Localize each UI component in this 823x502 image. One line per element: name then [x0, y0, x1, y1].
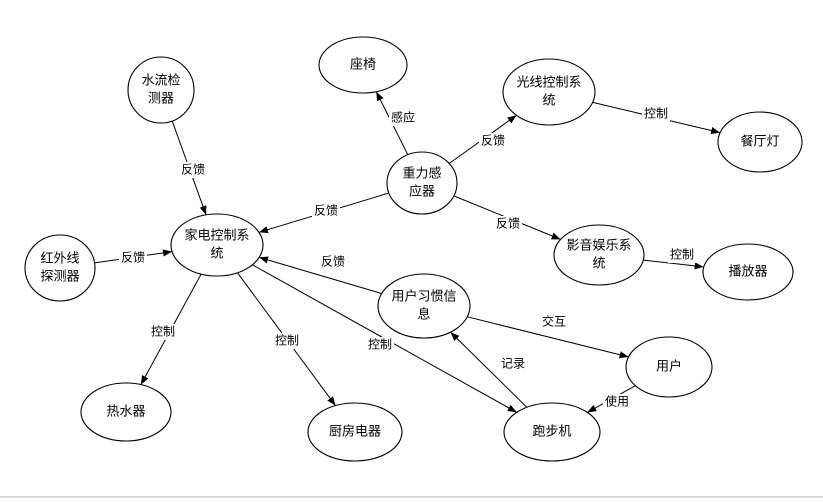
- edge-label: 感应: [391, 110, 415, 125]
- node-ellipse: [717, 111, 803, 173]
- node-label-line: 探测器: [40, 270, 79, 285]
- node-label-line: 水流检: [141, 74, 180, 89]
- node-ellipse: [24, 234, 96, 302]
- edge-label-background: [642, 106, 670, 122]
- node-ellipse: [502, 58, 596, 126]
- edge-label-background: [540, 314, 568, 330]
- edge-label-background: [668, 247, 696, 263]
- edge-habit-to-user: [467, 316, 629, 359]
- node-label-line: 播放器: [728, 265, 767, 280]
- edge-label-background: [389, 110, 417, 126]
- edge-label-background: [603, 394, 631, 410]
- node-label-line: 光线控制系: [516, 76, 581, 91]
- edge-label: 控制: [151, 325, 175, 339]
- node-label-line: 座椅: [350, 58, 376, 73]
- node-kitchen: 厨房电器: [307, 402, 403, 462]
- node-label-line: 息: [417, 307, 430, 323]
- edge-label: 反馈: [321, 255, 345, 269]
- node-label-line: 应器: [409, 184, 435, 200]
- edge-label: 控制: [275, 334, 299, 348]
- node-treadmill: 跑步机: [503, 402, 601, 462]
- edge-label-background: [479, 133, 507, 149]
- edge-label-background: [179, 162, 207, 178]
- node-ellipse: [170, 213, 264, 277]
- edge-habit-to-appliance: [258, 256, 382, 294]
- edge-label: 反馈: [121, 251, 145, 265]
- node-label-line: 跑步机: [532, 425, 571, 440]
- node-label-line: 测器: [148, 92, 174, 107]
- node-ellipse: [127, 56, 195, 124]
- edge-label-background: [366, 337, 394, 353]
- edge-label: 使用: [605, 394, 629, 409]
- node-ellipse: [377, 273, 471, 339]
- node-label-line: 重力感: [402, 166, 441, 182]
- node-label-line: 影音娱乐系: [566, 238, 631, 254]
- node-label-line: 餐厅灯: [740, 134, 779, 150]
- edge-label-background: [494, 216, 522, 232]
- edge-label: 记录: [501, 357, 525, 371]
- edge-label-background: [273, 333, 301, 349]
- edge-label: 控制: [644, 107, 668, 121]
- edge-label: 控制: [368, 338, 392, 352]
- node-label-line: 红外线: [40, 251, 79, 267]
- node-dining: 餐厅灯: [717, 111, 803, 173]
- node-label-line: 统: [592, 257, 605, 272]
- node-ellipse: [80, 382, 172, 442]
- bottom-divider: [0, 496, 823, 498]
- edge-label-background: [499, 356, 527, 372]
- edge-av-to-player: [643, 259, 704, 270]
- edge-label: 反馈: [496, 217, 520, 231]
- node-ellipse: [702, 243, 794, 301]
- edge-label: 反馈: [314, 204, 338, 218]
- node-heater: 热水器: [80, 382, 172, 442]
- node-label-line: 家电控制系: [184, 228, 249, 244]
- node-ellipse: [386, 151, 458, 215]
- edge-treadmill-to-habit: [450, 331, 528, 408]
- edge-label-background: [312, 203, 340, 219]
- node-user: 用户: [625, 336, 713, 398]
- node-ellipse: [553, 224, 645, 286]
- edge-label-background: [319, 254, 347, 270]
- node-label-line: 统: [210, 247, 223, 262]
- nodes-layer: 水流检测器座椅光线控制系统餐厅灯重力感应器家电控制系统红外线探测器影音娱乐系统播…: [24, 36, 803, 462]
- node-label-line: 热水器: [106, 405, 145, 420]
- node-label-line: 用户习惯信: [391, 289, 456, 305]
- edge-label-background: [119, 250, 147, 266]
- node-player: 播放器: [702, 243, 794, 301]
- edge-label-background: [149, 324, 177, 340]
- node-label-line: 用户: [656, 359, 682, 375]
- node-ellipse: [625, 336, 713, 398]
- edge-labels-layer: 反馈感应反馈控制反馈反馈控制反馈反馈控制控制控制交互记录使用: [119, 106, 696, 410]
- node-ellipse: [307, 402, 403, 462]
- edge-label: 交互: [542, 314, 566, 329]
- node-label-line: 厨房电器: [329, 424, 381, 440]
- edge-label: 反馈: [181, 163, 205, 177]
- node-ellipse: [318, 36, 408, 94]
- node-label-line: 统: [542, 94, 555, 109]
- edge-label: 反馈: [481, 134, 505, 148]
- edge-label: 控制: [670, 248, 694, 262]
- node-seat: 座椅: [318, 36, 408, 94]
- node-ellipse: [503, 402, 601, 462]
